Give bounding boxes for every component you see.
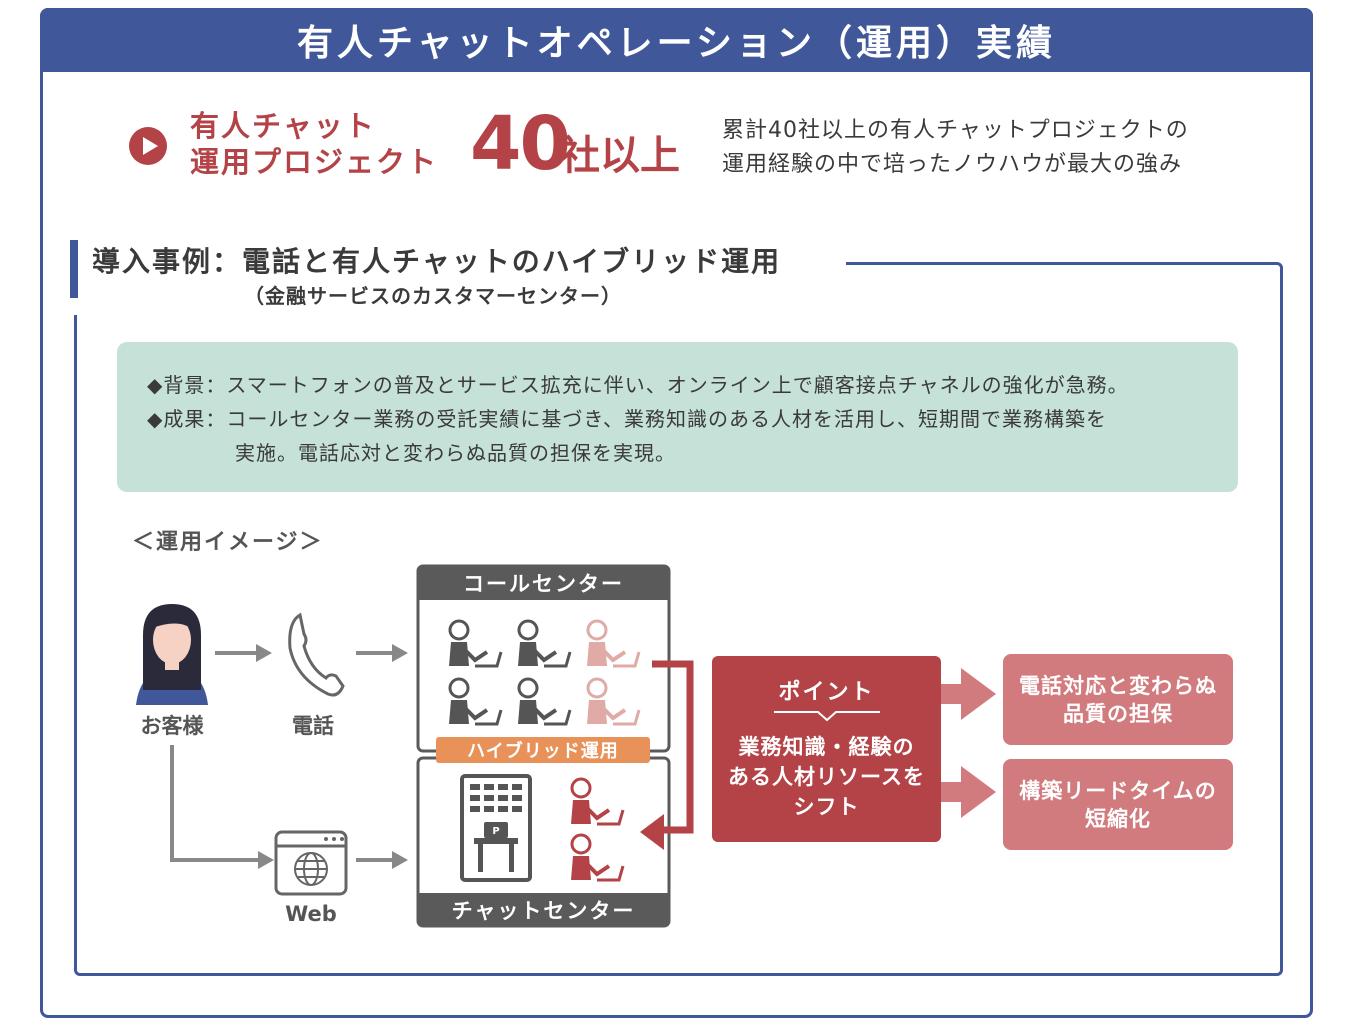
web-icon <box>274 830 348 896</box>
chat-center-footer: チャットセンター <box>418 893 669 927</box>
case-result-text-2: 実施。電話応対と変わらぬ品質の担保を実現。 <box>235 441 676 465</box>
chat-operators <box>570 777 625 882</box>
case-title: 導入事例：電話と有人チャットのハイブリッド運用 <box>92 245 782 278</box>
page-title: 有人チャットオペレーション（運用）実績 <box>40 8 1313 72</box>
customer-label: お客様 <box>140 714 204 738</box>
play-icon <box>129 127 167 165</box>
kpi-unit: 社以上 <box>560 133 680 179</box>
kpi-label: 有人チャット 運用プロジェクト <box>190 108 438 180</box>
result-quality-line1: 電話対応と変わらぬ <box>1019 673 1217 698</box>
svg-text:P: P <box>492 826 499 837</box>
point-title: ポイント <box>778 680 875 705</box>
point-underline <box>773 711 880 722</box>
kpi-description: 累計40社以上の有人チャットプロジェクトの 運用経験の中で培ったノウハウが最大の… <box>722 114 1189 182</box>
kpi-label-line1: 有人チャット <box>190 109 376 143</box>
call-operators <box>448 619 572 726</box>
web-label: Web <box>285 902 337 926</box>
phone-icon <box>288 612 345 697</box>
shifted-operators <box>586 619 641 726</box>
point-line-2: ある人材リソースを <box>728 765 925 789</box>
kpi-desc-line1: 累計40社以上の有人チャットプロジェクトの <box>722 118 1189 143</box>
kpi-desc-line2: 運用経験の中で培ったノウハウが最大の強み <box>722 152 1183 177</box>
result-leadtime-line2: 短縮化 <box>1085 806 1151 831</box>
result-quality: 電話対応と変わらぬ 品質の担保 <box>1003 654 1233 745</box>
phone-label: 電話 <box>292 714 334 738</box>
hybrid-badge: ハイブリッド運用 <box>436 737 650 763</box>
kpi-number: 40 <box>470 101 571 187</box>
case-background-text: ◆背景：スマートフォンの普及とサービス拡充に伴い、オンライン上で顧客接点チャネル… <box>147 373 1129 397</box>
case-subtitle: （金融サービスのカスタマーセンター） <box>244 284 622 308</box>
diagram-title: ＜運用イメージ＞ <box>132 530 324 555</box>
point-line-1: 業務知識・経験の <box>738 735 915 759</box>
chat-booth-icon: P <box>460 774 532 882</box>
customer-icon <box>136 604 208 705</box>
case-result-text-1: ◆成果：コールセンター業務の受託実績に基づき、業務知識のある人材を活用し、短期間… <box>147 407 1107 431</box>
call-center-header: コールセンター <box>418 566 669 600</box>
result-leadtime: 構築リードタイムの 短縮化 <box>1003 759 1233 850</box>
section-accent-bar <box>70 240 78 298</box>
result-quality-line2: 品質の担保 <box>1063 701 1173 726</box>
result-leadtime-line1: 構築リードタイムの <box>1019 778 1217 803</box>
kpi-label-line2: 運用プロジェクト <box>190 145 439 179</box>
point-box: ポイント 業務知識・経験の ある人材リソースを シフト <box>712 656 941 842</box>
case-summary-box: ◆背景：スマートフォンの普及とサービス拡充に伴い、オンライン上で顧客接点チャネル… <box>117 342 1238 492</box>
point-line-3: シフト <box>793 795 860 819</box>
case-title-mask <box>70 255 846 315</box>
